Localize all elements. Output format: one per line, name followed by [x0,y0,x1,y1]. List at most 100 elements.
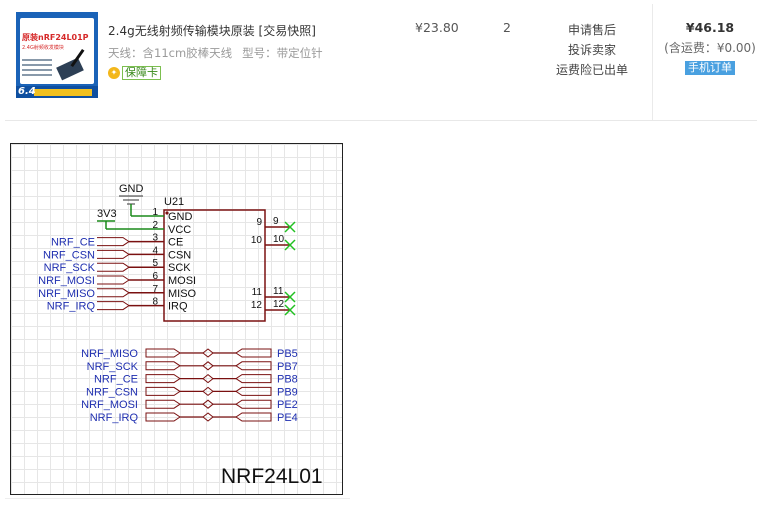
pin-number: 3 [152,233,158,244]
port-net-label: NRF_SCK [87,361,139,373]
port-flag-left [145,399,181,409]
pin-name: VCC [168,224,191,236]
guarantee-label: 保障卡 [122,66,161,80]
port-label: PE4 [277,412,298,424]
port-flag-right [235,399,272,409]
port-flag-left [145,361,181,371]
pin-number: 11 [252,287,263,298]
after-sale-link[interactable]: 申请售后 [567,23,616,37]
net-label: NRF_CE [51,237,95,249]
net-flag [97,249,130,259]
thumbnail-feature-lines [22,56,52,79]
shield-icon: ✦ [108,67,120,79]
part-ref: U21 [164,196,184,208]
port-label: PB5 [277,348,298,360]
pin-number: 12 [251,300,263,311]
net-flag [97,262,130,272]
port-label: PE2 [277,399,298,411]
net-label: NRF_SCK [44,262,96,274]
thumbnail-yellow-bar [34,89,92,96]
no-connect-icon [284,221,296,233]
pin-name: SCK [168,262,191,274]
port-flag-left [145,348,181,358]
pin-number: 8 [152,297,158,308]
port-junction [202,361,214,371]
spec-antenna: 天线：含11cm胶棒天线 [108,46,233,60]
port-flag-right [235,348,272,358]
port-junction [202,412,214,422]
port-flag-right [235,361,272,371]
port-label: PB7 [277,361,298,373]
port-net-label: NRF_CSN [86,386,138,398]
pin-number-outer: 12 [273,299,285,310]
port-net-label: NRF_MISO [81,348,138,360]
pin-name: CSN [168,249,191,261]
schematic-title: NRF24L01 [221,465,323,488]
column-divider [652,4,653,120]
net-flag [97,237,130,247]
product-spec: 天线：含11cm胶棒天线型号：带定位针 [108,45,323,61]
thumbnail-sub-text: 2.4G射频收发模块 [22,45,64,51]
pin-number: 4 [152,245,158,256]
net-label: NRF_MISO [38,288,95,300]
chip-body [163,209,266,322]
pin1-marker [165,211,169,215]
pin-name: IRQ [168,301,188,313]
pin-number: 6 [152,271,158,282]
net-label: NRF_IRQ [47,301,96,313]
port-net-label: NRF_CE [94,374,138,386]
pin-name: CE [168,237,183,249]
mobile-order-badge: 手机订单 [685,61,735,75]
no-connect-icon [284,239,296,251]
product-thumbnail[interactable]: 原装nRF24L01P 2.4G射频收发模块 6.4 [16,12,98,98]
net-label: NRF_MOSI [38,275,95,287]
port-label: PB8 [277,374,298,386]
port-flag-right [235,374,272,384]
pin-number: 10 [251,235,263,246]
net-flag [97,288,130,298]
pin-name: GND [168,211,193,223]
complain-seller-link[interactable]: 投诉卖家 [567,43,616,57]
unit-price: ¥23.80 [415,20,459,35]
pin-number-outer: 11 [273,286,284,297]
port-junction [202,373,214,384]
thumbnail-brand-text: 原装nRF24L01P [22,33,89,42]
no-connect-icon [284,291,296,303]
order-item-row [5,4,757,121]
port-junction [202,386,214,397]
net-flag [97,275,130,285]
port-flag-right [235,412,272,422]
quantity: 2 [503,20,511,35]
port-junction [202,348,214,358]
product-title-link[interactable]: 2.4g无线射频传输模块原装 [交易快照] [108,24,316,38]
vcc-label: 3V3 [97,208,117,220]
port-flag-left [145,412,181,422]
pin-number-outer: 9 [273,216,279,227]
spec-model: 型号：带定位针 [242,46,323,60]
order-total: ¥46.18 (含运费：¥0.00) 手机订单 [660,20,760,75]
service-links: 申请售后 投诉卖家 运费险已出单 [552,20,632,80]
pin-name: MOSI [168,275,196,287]
pin-number: 2 [152,220,158,231]
port-net-label: NRF_MOSI [81,399,138,411]
pin-number-outer: 10 [273,234,285,245]
port-label: PB9 [277,386,298,398]
shipping-fee: (含运费：¥0.00) [664,41,756,55]
shipping-insurance-text: 运费险已出单 [555,63,628,77]
no-connect-icon [284,304,296,316]
total-amount: ¥46.18 [685,20,735,35]
pin-number: 1 [152,207,158,218]
thumbnail-badge: 6.4 [18,86,36,97]
port-net-label: NRF_IRQ [90,412,139,424]
pin-number: 7 [152,284,158,295]
pin-number: 5 [152,258,158,269]
guarantee-card[interactable]: ✦ 保障卡 [108,66,161,80]
pin-number: 9 [256,217,262,228]
net-label: NRF_CSN [43,249,95,261]
net-flag [97,301,130,311]
gnd-label: GND [119,183,144,195]
pin-name: MISO [168,288,197,300]
bottom-divider [5,498,350,499]
